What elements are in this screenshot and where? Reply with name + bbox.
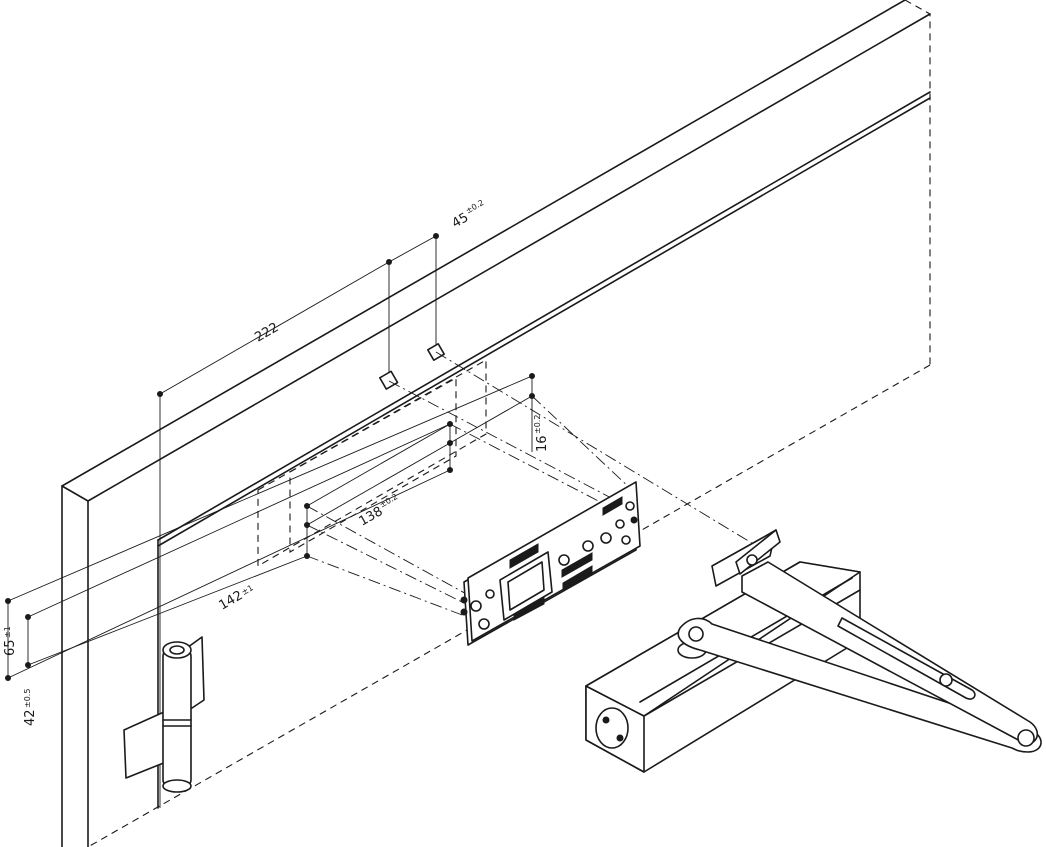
dim-16-tol: ±0.2	[533, 415, 542, 434]
dim-16: 16	[535, 435, 550, 452]
hinge-icon	[123, 636, 205, 793]
plate-outline-dashed	[257, 359, 487, 567]
dim-222: 222	[252, 320, 281, 345]
projection-lines	[306, 351, 761, 619]
dim-142-tol: ±1	[240, 583, 255, 597]
dimension-lines	[5, 233, 535, 808]
dim-45-tol: ±0.2	[464, 198, 485, 216]
dim-42: 42	[23, 709, 38, 726]
door-frame	[61, 0, 931, 847]
dim-45: 45	[450, 210, 472, 231]
dim-65: 65	[3, 639, 18, 656]
mounting-plate-icon	[460, 481, 641, 646]
dim-65-tol: ±1	[3, 626, 12, 638]
dim-42-tol: ±0.5	[23, 689, 32, 708]
scissor-arm-icon	[677, 529, 1042, 753]
dimension-labels: 222 45 ±0.2 16 ±0.2 138 ±0.2 142 ±1 65 ±…	[3, 198, 550, 726]
